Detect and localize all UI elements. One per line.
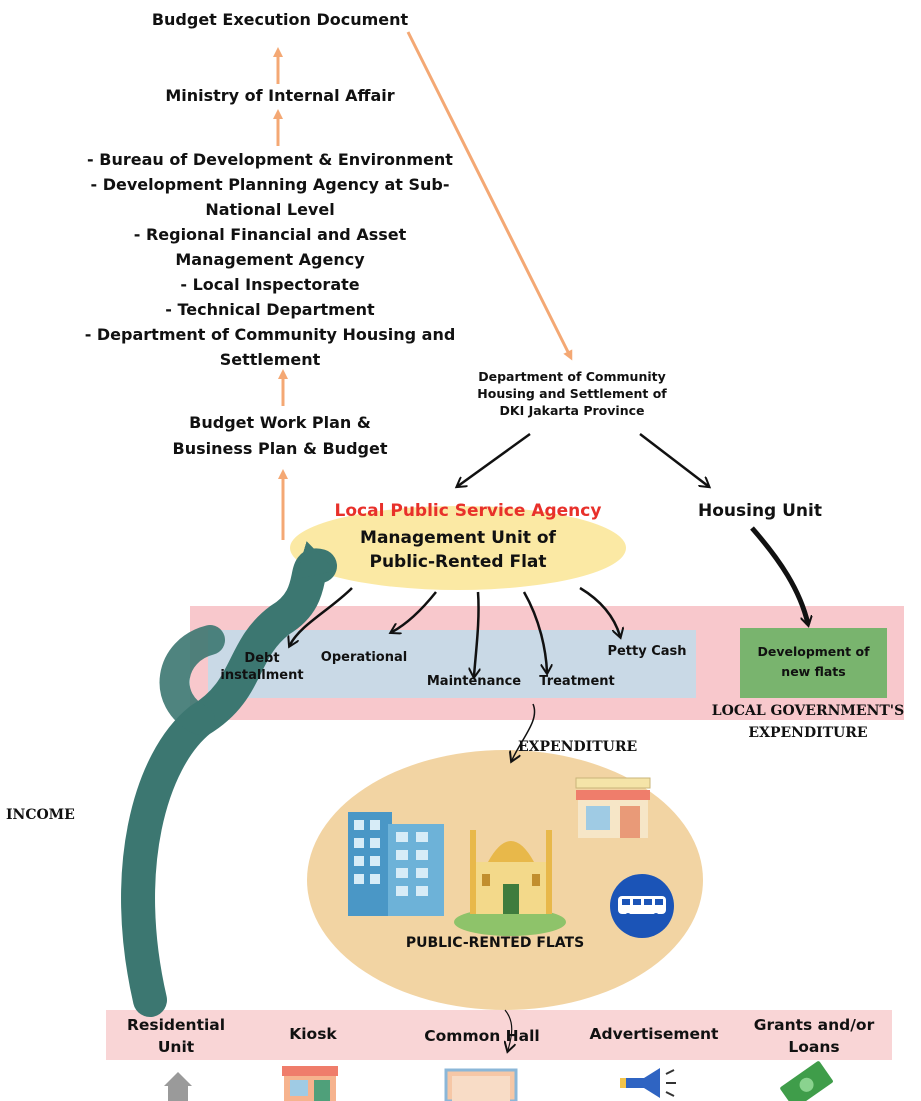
agency-line: - Technical Department xyxy=(165,300,375,319)
arrow-bed-to-dept xyxy=(406,31,573,361)
agency-line: - Development Planning Agency at Sub- xyxy=(90,175,450,194)
agency-line: - Department of Community Housing and xyxy=(84,325,456,344)
source-grants: Grants and/or Loans xyxy=(740,1014,888,1058)
mosque-icon xyxy=(454,830,566,936)
budget-work-plan-line: Business Plan & Budget xyxy=(172,439,388,458)
agencies-list: - Bureau of Development & Environment - … xyxy=(40,147,500,372)
income-arrow-loop xyxy=(159,625,225,735)
agency-line: - Local Inspectorate xyxy=(180,275,360,294)
petty-cash-label: Petty Cash xyxy=(607,644,687,659)
grants-line: Loans xyxy=(788,1038,840,1056)
arrow-to-expenditure xyxy=(512,703,536,760)
debt-installment-label: Debt installment xyxy=(212,650,312,684)
department-line: Housing and Settlement of xyxy=(477,386,667,401)
management-oval xyxy=(290,506,626,590)
development-label: Development of new flats xyxy=(740,642,887,682)
debt-line: installment xyxy=(220,668,304,683)
source-common-hall: Common Hall xyxy=(424,1027,540,1045)
agency-line: - Bureau of Development & Environment xyxy=(87,150,453,169)
housing-unit-label: Housing Unit xyxy=(697,501,822,521)
development-line: new flats xyxy=(781,664,846,679)
arrow-dept-to-lpsa xyxy=(458,432,531,486)
house-icon xyxy=(164,1072,192,1101)
arrow-to-petty-cash xyxy=(579,586,620,636)
arrow-to-treatment xyxy=(522,591,547,672)
megaphone-icon xyxy=(620,1068,676,1098)
residential-line: Unit xyxy=(157,1038,195,1056)
arrow-dept-to-housing xyxy=(639,433,708,486)
income-sources-band xyxy=(106,1010,892,1060)
source-kiosk: Kiosk xyxy=(289,1025,337,1043)
money-icon xyxy=(780,1061,833,1101)
arrow-to-operational xyxy=(392,591,437,632)
kiosk-icon xyxy=(282,1066,338,1101)
management-unit-line: Management Unit of xyxy=(360,528,556,548)
income-label: INCOME xyxy=(6,807,75,823)
management-unit-line: Public-Rented Flat xyxy=(369,552,547,572)
lge-line: LOCAL GOVERNMENT'S xyxy=(711,703,905,719)
arrow-to-debt xyxy=(290,587,353,645)
budget-work-plan: Budget Work Plan & Business Plan & Budge… xyxy=(140,410,420,462)
debt-line: Debt xyxy=(244,651,280,666)
management-unit-label: Management Unit of Public-Rented Flat xyxy=(300,526,616,574)
arrow-to-maintenance xyxy=(474,591,479,676)
department-line: DKI Jakarta Province xyxy=(499,403,645,418)
budget-work-plan-line: Budget Work Plan & xyxy=(189,413,371,432)
development-box xyxy=(740,628,887,698)
budget-execution-document: Budget Execution Document xyxy=(151,10,409,29)
residential-line: Residential xyxy=(126,1016,226,1034)
arrow-flats-to-sources xyxy=(505,1009,512,1050)
local-government-expenditure: LOCAL GOVERNMENT'S EXPENDITURE xyxy=(700,700,916,744)
department-label: Department of Community Housing and Sett… xyxy=(450,368,694,419)
source-residential: Residential Unit xyxy=(106,1014,246,1058)
agency-line: - Regional Financial and Asset xyxy=(133,225,407,244)
building-icon xyxy=(348,812,444,916)
treatment-label: Treatment xyxy=(539,674,615,689)
hall-icon xyxy=(444,1068,518,1101)
operational-label: Operational xyxy=(320,650,408,665)
income-arrow xyxy=(121,541,337,1017)
ministry-label: Ministry of Internal Affair xyxy=(165,86,395,105)
agency-line: Management Agency xyxy=(175,250,365,269)
shop-icon xyxy=(575,777,651,838)
maintenance-label: Maintenance xyxy=(426,674,522,689)
department-line: Department of Community xyxy=(478,369,666,384)
development-line: Development of xyxy=(757,644,870,659)
expenditure-label: EXPENDITURE xyxy=(518,739,638,755)
bus-icon xyxy=(610,874,674,938)
public-rented-flats-label: PUBLIC-RENTED FLATS xyxy=(405,935,585,951)
agency-line: National Level xyxy=(205,200,335,219)
grants-line: Grants and/or xyxy=(753,1016,875,1034)
arrow-housing-to-dev xyxy=(750,526,808,624)
agency-line: Settlement xyxy=(219,350,321,369)
source-advertisement: Advertisement xyxy=(589,1025,719,1043)
lpsa-title: Local Public Service Agency xyxy=(334,501,602,521)
lge-line: EXPENDITURE xyxy=(748,725,868,741)
